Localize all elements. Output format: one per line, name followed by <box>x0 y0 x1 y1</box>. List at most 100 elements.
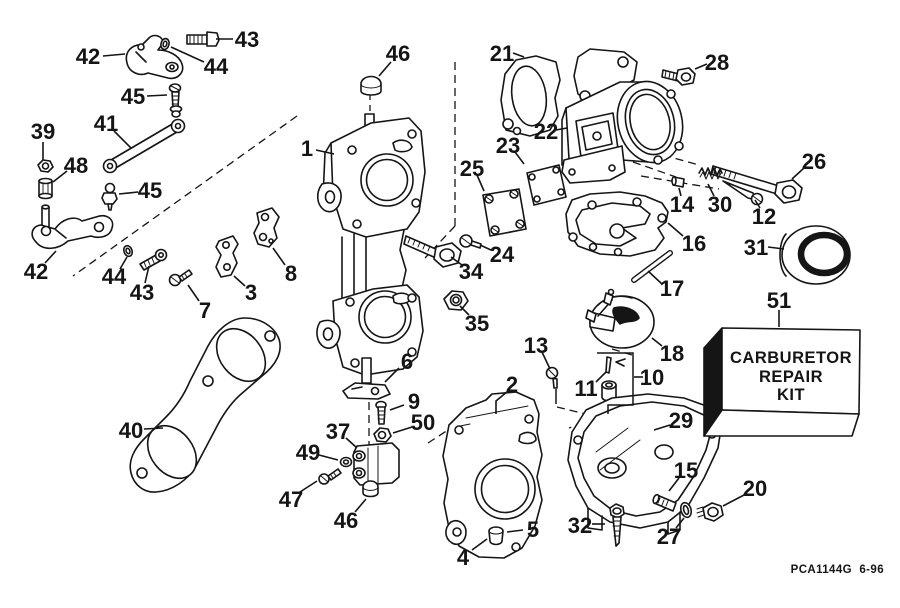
callout-49-label: 49 <box>296 440 320 465</box>
callout-45-leader <box>146 94 168 97</box>
retainer-plate-6 <box>342 382 391 400</box>
callout-20-label: 20 <box>743 476 767 501</box>
callout-45-label: 45 <box>121 84 145 109</box>
callout-50-leader <box>392 426 413 434</box>
float-bowl-29 <box>567 393 723 535</box>
callout-29-label: 29 <box>669 408 693 433</box>
callout-46-label: 46 <box>386 41 410 66</box>
bowl-screw-32 <box>609 503 625 547</box>
callout-7-leader <box>187 284 200 302</box>
dashed-line-2 <box>424 225 456 259</box>
callout-40-label: 40 <box>119 418 143 443</box>
dome-cap-bottom <box>362 480 379 498</box>
drain-plug-4-5 <box>488 526 504 546</box>
plate-date: 6-96 <box>859 564 884 576</box>
callout-42-leader <box>44 250 57 264</box>
retainer-bracket-3 <box>215 235 239 278</box>
callout-41-leader <box>113 130 132 149</box>
plate-screw-24 <box>459 234 482 249</box>
lever-screw-lower <box>139 248 168 271</box>
callout-17-label: 17 <box>660 276 684 301</box>
intake-gasket-21 <box>500 55 561 137</box>
float-hinge-pin-17 <box>631 250 673 283</box>
idle-needle-screw-12 <box>722 180 764 206</box>
callout-23-label: 23 <box>496 133 520 158</box>
idle-plug-14 <box>671 176 685 188</box>
callout-4-label: 4 <box>457 545 470 570</box>
callout-12-leader <box>754 199 761 209</box>
callout-25-leader <box>476 174 485 192</box>
callout-1-label: 1 <box>301 136 313 161</box>
second-carburetor-body <box>442 391 543 559</box>
callout-48-leader <box>52 170 68 183</box>
callout-26-leader <box>791 167 805 180</box>
callout-25-label: 25 <box>460 156 484 181</box>
link-spacer-sleeve <box>38 177 53 200</box>
lockwasher-top <box>160 37 170 51</box>
lockwasher-lower <box>122 244 134 258</box>
diaphragm-plate-23 <box>526 164 567 206</box>
cover-bolt-28 <box>661 67 696 86</box>
callout-46-label: 46 <box>334 508 358 533</box>
dashed-line-0 <box>72 115 298 277</box>
callout-6-leader <box>384 367 400 383</box>
callout-12-label: 12 <box>752 204 776 229</box>
callout-42-leader <box>102 53 126 57</box>
callout-31-label: 31 <box>744 235 768 260</box>
clevis-block-37 <box>352 442 400 486</box>
plate-code: PCA1144G <box>791 564 852 576</box>
callout-50-label: 50 <box>411 410 435 435</box>
callout-34-label: 34 <box>459 259 484 284</box>
callout-45-label: 45 <box>138 178 162 203</box>
throttle-link-rod <box>102 118 186 174</box>
callout-9-label: 9 <box>408 389 420 414</box>
kit-box-line-2: REPAIR <box>759 368 823 386</box>
callout-13-label: 13 <box>524 333 548 358</box>
seal-cup-31 <box>779 225 851 285</box>
callout-23-leader <box>514 151 525 165</box>
carburetor-assembly-22 <box>561 48 684 184</box>
cam-follower-screw-lower <box>101 182 118 211</box>
callout-47-leader <box>299 480 318 493</box>
float-screw-13 <box>545 366 559 389</box>
callout-21-label: 21 <box>490 41 514 66</box>
callout-15-label: 15 <box>674 458 698 483</box>
callout-35-label: 35 <box>465 311 489 336</box>
callout-14-label: 14 <box>670 192 695 217</box>
callout-9-leader <box>389 404 405 411</box>
kit-box-line-1: CARBURETOR <box>730 349 852 367</box>
solid-line-0 <box>597 352 634 414</box>
callout-18-leader <box>651 337 663 347</box>
callout-8-label: 8 <box>285 261 297 286</box>
idle-spring-30 <box>698 167 723 180</box>
callout-20-leader <box>722 494 745 507</box>
callout-24-leader <box>479 244 492 251</box>
callout-29-leader <box>653 424 671 431</box>
callout-44-label: 44 <box>102 264 127 289</box>
callout-5-leader <box>506 529 524 533</box>
callout-16-leader <box>667 222 684 237</box>
dome-cap-top <box>360 75 382 96</box>
callout-39-label: 39 <box>31 119 55 144</box>
callout-3-leader <box>233 275 246 287</box>
inlet-needle-and-seat-11 <box>601 356 626 402</box>
callout-8-leader <box>272 247 286 266</box>
throttle-lever-arm-top <box>125 34 184 80</box>
callout-17-leader <box>647 270 663 285</box>
long-bolt-26 <box>710 165 803 204</box>
cam-follower-screw-upper <box>168 83 183 118</box>
callout-40-leader <box>143 427 164 430</box>
callout-51-label: 51 <box>767 288 791 313</box>
flange-bolt-34 <box>403 235 462 268</box>
callout-5-label: 5 <box>527 517 539 542</box>
callout-37-label: 37 <box>326 419 350 444</box>
callout-30-label: 30 <box>708 192 732 217</box>
dashed-line-10 <box>632 161 677 178</box>
callout-30-leader <box>707 183 715 197</box>
link-nut <box>37 159 54 173</box>
callout-11-leader <box>595 371 607 383</box>
callout-47-label: 47 <box>279 487 303 512</box>
bowl-plug-20 <box>696 502 724 522</box>
